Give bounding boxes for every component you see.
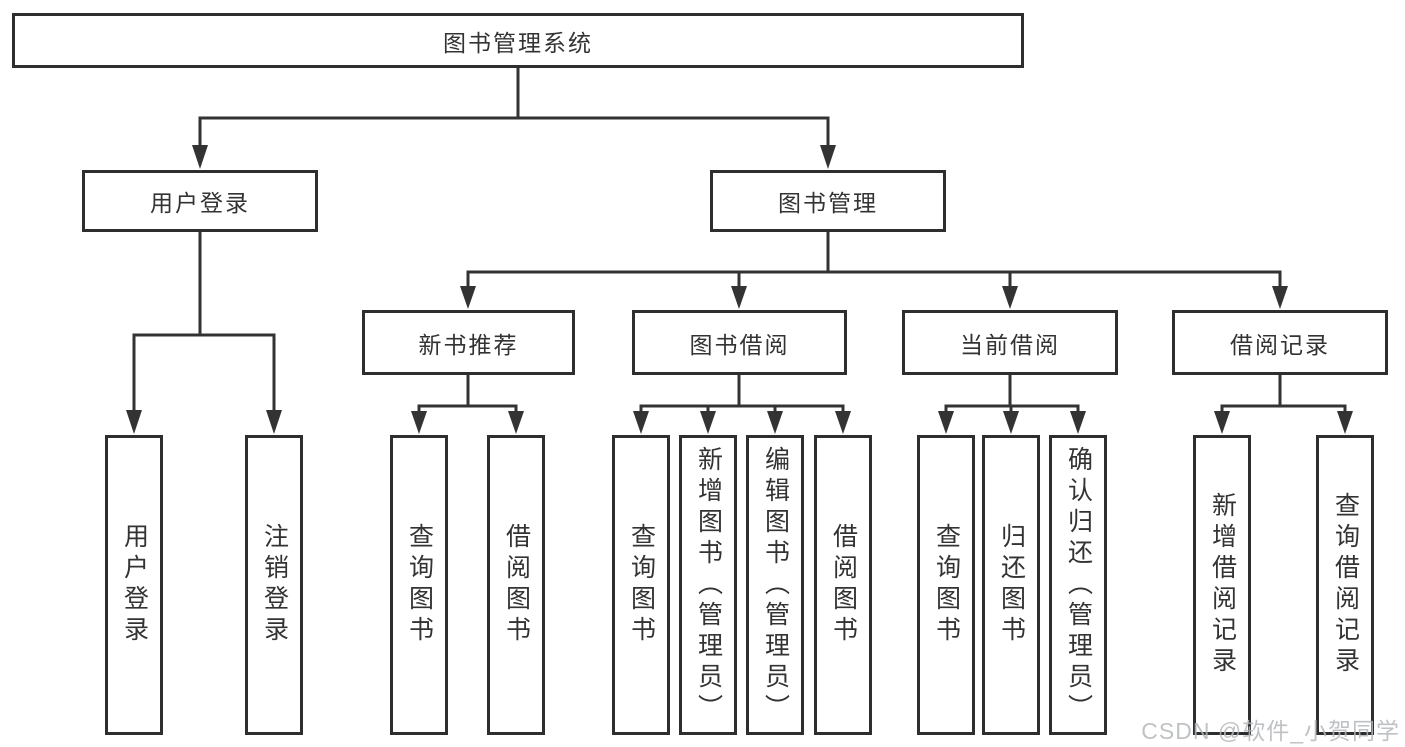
leaf-confirm-return-admin: 确认归还（管理员） bbox=[1049, 435, 1107, 735]
leaf-borrow-books-borrowing-label: 借阅图书 bbox=[829, 523, 858, 647]
leaf-add-borrow-record: 新增借阅记录 bbox=[1193, 435, 1251, 735]
leaf-query-books-borrowing: 查询图书 bbox=[612, 435, 670, 735]
leaf-edit-book-admin: 编辑图书（管理员） bbox=[746, 435, 804, 735]
leaf-return-books-label: 归还图书 bbox=[997, 523, 1026, 647]
leaf-borrow-books-recommend-label: 借阅图书 bbox=[502, 523, 531, 647]
leaf-confirm-return-admin-label: 确认归还（管理员） bbox=[1064, 445, 1093, 725]
leaf-query-borrow-record: 查询借阅记录 bbox=[1316, 435, 1374, 735]
leaf-edit-book-admin-label: 编辑图书（管理员） bbox=[761, 445, 790, 725]
leaf-user-login: 用户登录 bbox=[105, 435, 163, 735]
leaf-query-books-recommend-label: 查询图书 bbox=[405, 523, 434, 647]
leaf-query-books-recommend: 查询图书 bbox=[390, 435, 448, 735]
node-book-borrowing: 图书借阅 bbox=[632, 310, 847, 375]
leaf-user-login-label: 用户登录 bbox=[120, 523, 149, 647]
leaf-add-borrow-record-label: 新增借阅记录 bbox=[1208, 492, 1237, 678]
node-current-borrowing: 当前借阅 bbox=[902, 310, 1118, 375]
leaf-borrow-books-borrowing: 借阅图书 bbox=[814, 435, 872, 735]
leaf-query-borrow-record-label: 查询借阅记录 bbox=[1331, 492, 1360, 678]
leaf-query-books-current-label: 查询图书 bbox=[932, 523, 961, 647]
node-borrowing-records: 借阅记录 bbox=[1172, 310, 1388, 375]
leaf-logout-label: 注销登录 bbox=[260, 523, 289, 647]
node-root: 图书管理系统 bbox=[12, 13, 1024, 68]
leaf-query-books-current: 查询图书 bbox=[917, 435, 975, 735]
leaf-query-books-borrowing-label: 查询图书 bbox=[627, 523, 656, 647]
leaf-add-book-admin: 新增图书（管理员） bbox=[679, 435, 737, 735]
csdn-watermark: CSDN @软件_小贺同学 bbox=[1141, 718, 1400, 744]
leaf-add-book-admin-label: 新增图书（管理员） bbox=[694, 445, 723, 725]
leaf-borrow-books-recommend: 借阅图书 bbox=[487, 435, 545, 735]
node-new-book-recommend: 新书推荐 bbox=[362, 310, 575, 375]
leaf-return-books: 归还图书 bbox=[982, 435, 1040, 735]
leaf-logout: 注销登录 bbox=[245, 435, 303, 735]
node-user-login: 用户登录 bbox=[82, 170, 318, 232]
node-book-management: 图书管理 bbox=[710, 170, 946, 232]
